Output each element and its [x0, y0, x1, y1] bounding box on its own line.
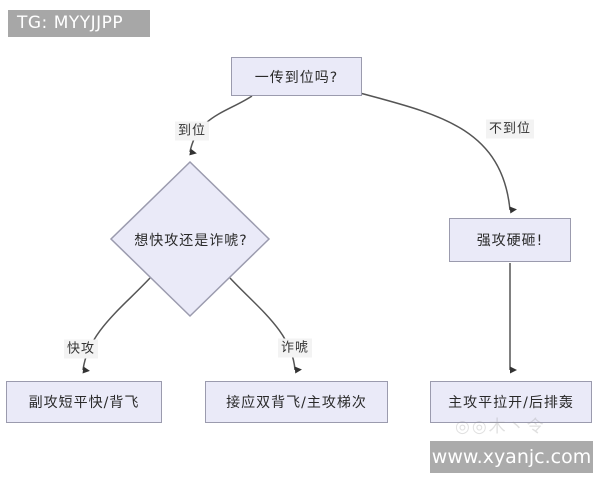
outcome-quick-node: 副攻短平快/背飞 — [6, 381, 162, 423]
outcome-force-node: 主攻平拉开/后排轰 — [430, 381, 592, 423]
edge-start-to-decision — [189, 95, 253, 156]
decision-diamond-shape — [109, 160, 271, 318]
edge-label-quick: 快攻 — [63, 339, 99, 359]
edge-start-to-force — [359, 92, 517, 214]
outcome-bluff-node: 接应双背飞/主攻梯次 — [205, 381, 388, 423]
start-node: 一传到位吗? — [231, 57, 362, 96]
edge-label-not-in-place: 不到位 — [485, 119, 535, 139]
edge-decision-to-bluff — [229, 277, 302, 374]
decision-node-text: 想快攻还是诈唬? — [134, 233, 248, 249]
edge-label-bluff: 诈唬 — [277, 338, 313, 358]
force-node: 强攻硬砸! — [449, 218, 571, 262]
edge-label-in-place: 到位 — [174, 121, 210, 141]
site-watermark: www.xyanjc.com — [430, 441, 593, 473]
tg-badge: TG: MYYJJPP — [8, 10, 150, 37]
